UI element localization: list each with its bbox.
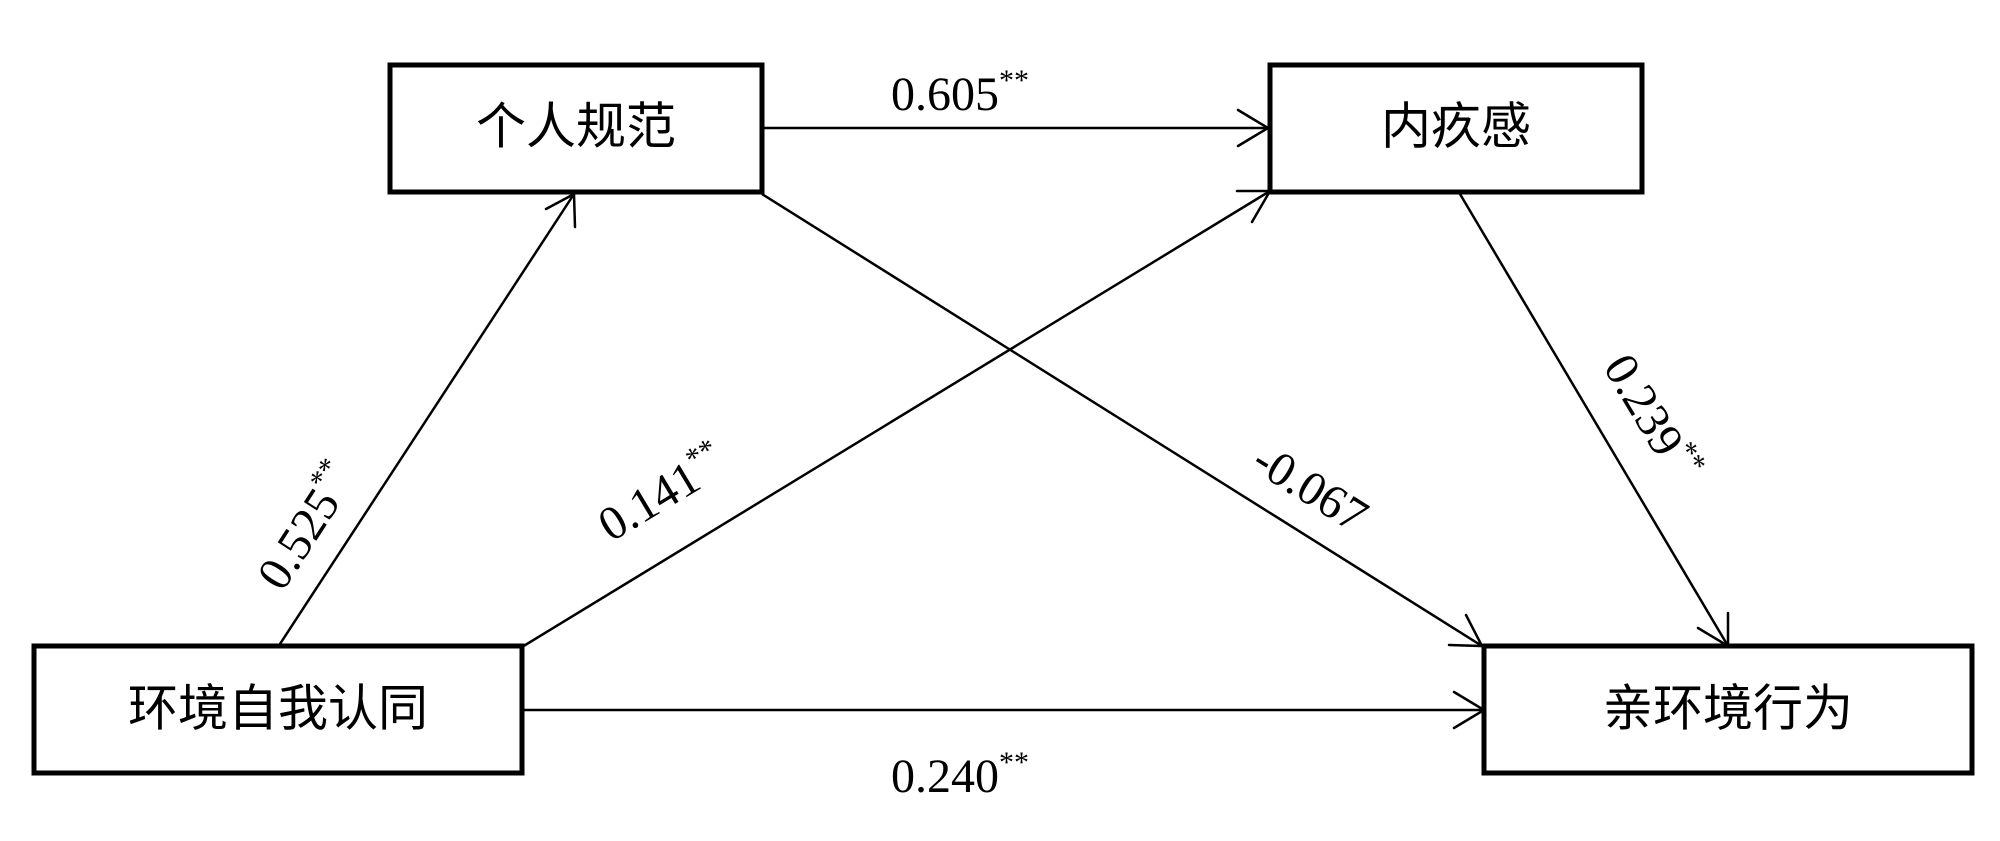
path-norm-to-guilt bbox=[762, 108, 1271, 148]
node-label: 内疚感 bbox=[1381, 98, 1531, 156]
node-label: 亲环境行为 bbox=[1603, 680, 1853, 738]
path-norm-to-behavior bbox=[761, 192, 1485, 648]
coef-significance: ** bbox=[999, 64, 1029, 97]
node-box bbox=[31, 643, 525, 776]
coef-label-identity-to-guilt: 0.141** bbox=[587, 432, 735, 552]
coef-label-norm-to-behavior: -0.067 bbox=[1244, 433, 1377, 544]
path-identity-to-guilt bbox=[521, 189, 1273, 649]
coef-label-identity-to-behavior: 0.240** bbox=[891, 746, 1029, 803]
arrow-head bbox=[1235, 189, 1273, 224]
coef-value: 0.525 bbox=[247, 479, 350, 598]
node-personal-norm: 个人规范 bbox=[387, 62, 765, 195]
node-box bbox=[387, 62, 765, 195]
arrow-line bbox=[1458, 193, 1730, 647]
coef-value: 0.605 bbox=[891, 68, 999, 121]
node-guilt: 内疚感 bbox=[1267, 62, 1645, 195]
arrow-head bbox=[1696, 611, 1730, 649]
node-environmental-identity: 环境自我认同 bbox=[31, 643, 525, 776]
coef-value: 0.240 bbox=[891, 750, 999, 803]
node-label: 环境自我认同 bbox=[128, 680, 428, 738]
coef-value: -0.067 bbox=[1244, 433, 1377, 544]
node-box bbox=[1481, 643, 1975, 776]
coef-label-guilt-to-behavior: 0.239** bbox=[1593, 343, 1713, 491]
path-identity-to-norm bbox=[276, 191, 577, 648]
node-pro-environmental-behavior: 亲环境行为 bbox=[1481, 643, 1975, 776]
node-label: 个人规范 bbox=[476, 98, 676, 156]
path-guilt-to-behavior bbox=[1458, 193, 1730, 649]
node-box bbox=[1267, 62, 1645, 195]
arrow-line bbox=[761, 192, 1483, 648]
coef-label-identity-to-norm: 0.525** bbox=[244, 452, 367, 599]
path-identity-to-behavior bbox=[522, 690, 1487, 730]
arrow-line bbox=[521, 189, 1271, 649]
coef-label-norm-to-guilt: 0.605** bbox=[891, 64, 1029, 121]
arrow-head bbox=[1447, 613, 1485, 648]
arrow-line bbox=[276, 193, 576, 648]
coef-significance: ** bbox=[999, 746, 1029, 779]
